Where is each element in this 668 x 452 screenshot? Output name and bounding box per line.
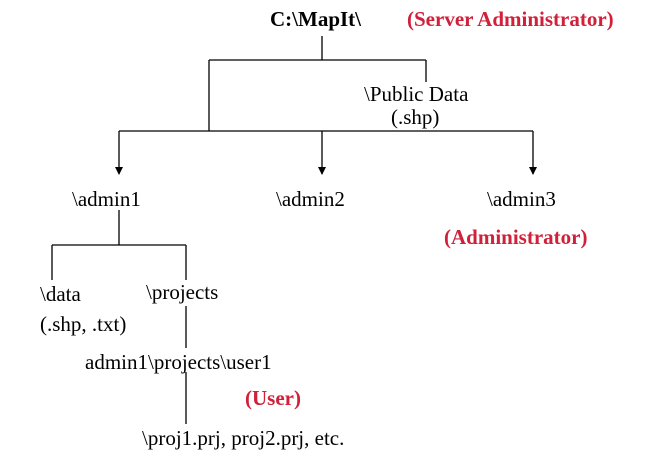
root-path-label: C:\MapIt\: [270, 7, 361, 31]
public-data-label: \Public Data: [364, 82, 469, 106]
admin3-label: \admin3: [487, 187, 556, 211]
user-path-label: admin1\projects\user1: [85, 350, 272, 374]
project-files-label: \proj1.prj, proj2.prj, etc.: [142, 426, 345, 450]
server-admin-role-label: (Server Administrator): [407, 7, 614, 31]
admin1-label: \admin1: [72, 187, 141, 211]
projects-folder-label: \projects: [146, 280, 219, 304]
admin2-label: \admin2: [276, 187, 345, 211]
administrator-role-label: (Administrator): [444, 225, 588, 249]
public-data-filetype-label: (.shp): [391, 105, 440, 129]
data-filetype-label: (.shp, .txt): [40, 312, 127, 336]
user-role-label: (User): [245, 386, 301, 410]
data-folder-label: \data: [40, 282, 81, 306]
